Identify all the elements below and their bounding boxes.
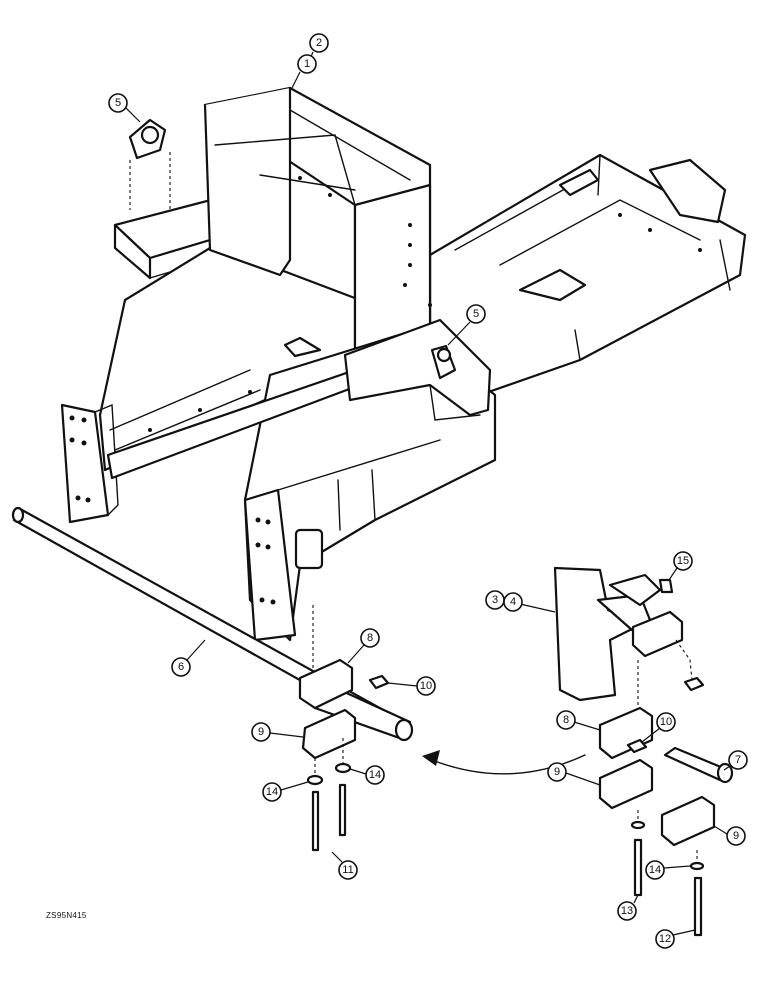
callout-9-left-label: 9 xyxy=(258,726,264,738)
callout-13-label: 13 xyxy=(621,905,633,917)
callout-9-right-b-label: 9 xyxy=(733,830,739,842)
callout-15-label: 15 xyxy=(677,555,689,567)
axle-clamp-left xyxy=(298,605,390,852)
arrow-head-icon xyxy=(422,750,440,766)
callout-8-left-label: 8 xyxy=(367,632,373,644)
callout-5-front: 5 xyxy=(447,304,486,346)
callout-14-left-b: 14 xyxy=(349,765,385,785)
callout-11-label: 11 xyxy=(342,864,353,876)
axle-clamp-detail xyxy=(553,566,734,937)
callout-9-right-a-label: 9 xyxy=(554,766,560,778)
callout-7: 7 xyxy=(723,750,748,771)
callout-14-left-b-label: 14 xyxy=(369,769,381,781)
callout-13: 13 xyxy=(617,894,639,921)
callout-10-left: 10 xyxy=(387,676,436,696)
callout-9-right-b: 9 xyxy=(713,825,746,846)
axle-shaft xyxy=(11,506,414,742)
callout-14-right-label: 14 xyxy=(649,864,661,876)
callout-4-label: 4 xyxy=(510,596,516,608)
callout-9-left: 9 xyxy=(251,722,304,742)
callout-8-right-label: 8 xyxy=(563,714,569,726)
callout-3: 3 xyxy=(485,590,505,610)
callout-8-right: 8 xyxy=(556,710,601,731)
callout-5-rear-label: 5 xyxy=(115,97,121,109)
callout-9-right-a: 9 xyxy=(547,762,601,786)
callout-10-right-label: 10 xyxy=(660,716,672,728)
callout-10-right: 10 xyxy=(641,712,676,743)
callout-3-label: 3 xyxy=(492,594,498,606)
callout-11: 11 xyxy=(331,851,358,880)
callout-14-left-a-label: 14 xyxy=(266,786,278,798)
callout-6-label: 6 xyxy=(178,661,184,673)
callout-6: 6 xyxy=(171,639,206,677)
callout-14-right: 14 xyxy=(645,860,691,880)
callout-10-left-label: 10 xyxy=(420,680,432,692)
callout-2-label: 2 xyxy=(316,37,322,49)
callout-5-front-label: 5 xyxy=(473,308,479,320)
main-frame xyxy=(60,86,747,642)
frame-plate-window xyxy=(294,528,324,570)
callout-7-label: 7 xyxy=(735,754,741,766)
reference-arrow xyxy=(431,754,586,775)
callout-1: 1 xyxy=(291,54,317,89)
figure-code: ZS95N415 xyxy=(46,911,87,920)
callout-4: 4 xyxy=(503,592,556,613)
callout-5-rear: 5 xyxy=(108,93,141,123)
callout-15: 15 xyxy=(668,551,693,581)
callout-14-left-a: 14 xyxy=(262,781,309,802)
callout-1-label: 1 xyxy=(304,58,310,70)
callout-8-left: 8 xyxy=(347,628,380,664)
callout-12: 12 xyxy=(655,929,696,949)
callout-12-label: 12 xyxy=(659,933,671,945)
